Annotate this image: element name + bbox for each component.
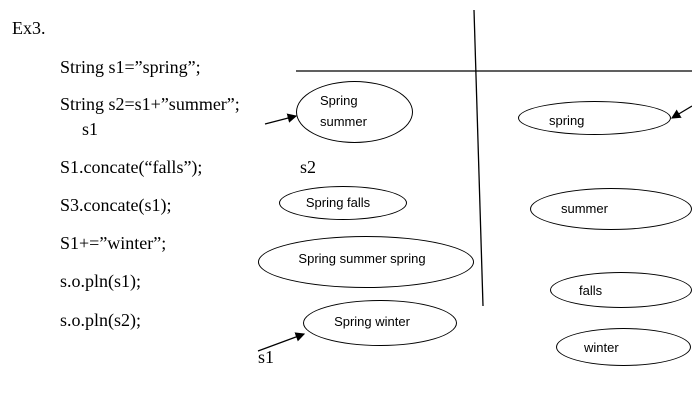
pool-oval-spring-label: spring bbox=[549, 113, 585, 128]
arrow-s1-to-spring-winter bbox=[257, 332, 306, 352]
oval-spring-summer-spring-label: Spring summer spring bbox=[298, 251, 426, 266]
code-line-7: s.o.pln(s2); bbox=[60, 310, 141, 330]
variable-label-s2: s2 bbox=[300, 157, 317, 177]
vertical-divider-line bbox=[473, 9, 484, 307]
exercise-title: Ex3. bbox=[12, 18, 46, 38]
pool-oval-summer bbox=[530, 188, 692, 230]
pool-oval-falls-label: falls bbox=[579, 283, 603, 298]
code-line-3: S1.concate(“falls”); bbox=[60, 157, 203, 177]
code-line-2: String s2=s1+”summer”; bbox=[60, 94, 240, 114]
variable-label-s1-top: s1 bbox=[82, 119, 99, 139]
oval-spring-winter bbox=[303, 300, 457, 346]
arrow-s1-to-spring-summer bbox=[264, 113, 298, 125]
pool-oval-spring bbox=[518, 101, 671, 135]
pool-oval-winter bbox=[556, 328, 691, 366]
oval-spring-summer-spring bbox=[258, 236, 474, 288]
pool-oval-summer-label: summer bbox=[561, 201, 608, 216]
arrow-to-spring-pool bbox=[670, 105, 692, 119]
variable-label-s1-bottom: s1 bbox=[258, 347, 275, 367]
oval-spring-summer-line-1: Spring bbox=[320, 93, 358, 108]
oval-spring-winter-label: Spring winter bbox=[334, 314, 410, 329]
oval-spring-falls bbox=[279, 186, 407, 220]
oval-spring-falls-label: Spring falls bbox=[305, 195, 371, 210]
oval-spring-summer-line-2: summer bbox=[320, 114, 367, 129]
code-line-1: String s1=”spring”; bbox=[60, 57, 201, 77]
code-line-4: S3.concate(s1); bbox=[60, 195, 172, 215]
code-line-6: s.o.pln(s1); bbox=[60, 271, 141, 291]
code-line-5: S1+=”winter”; bbox=[60, 233, 167, 253]
oval-spring-summer bbox=[296, 81, 413, 143]
pool-oval-winter-label: winter bbox=[584, 340, 619, 355]
pool-oval-falls bbox=[550, 272, 692, 308]
